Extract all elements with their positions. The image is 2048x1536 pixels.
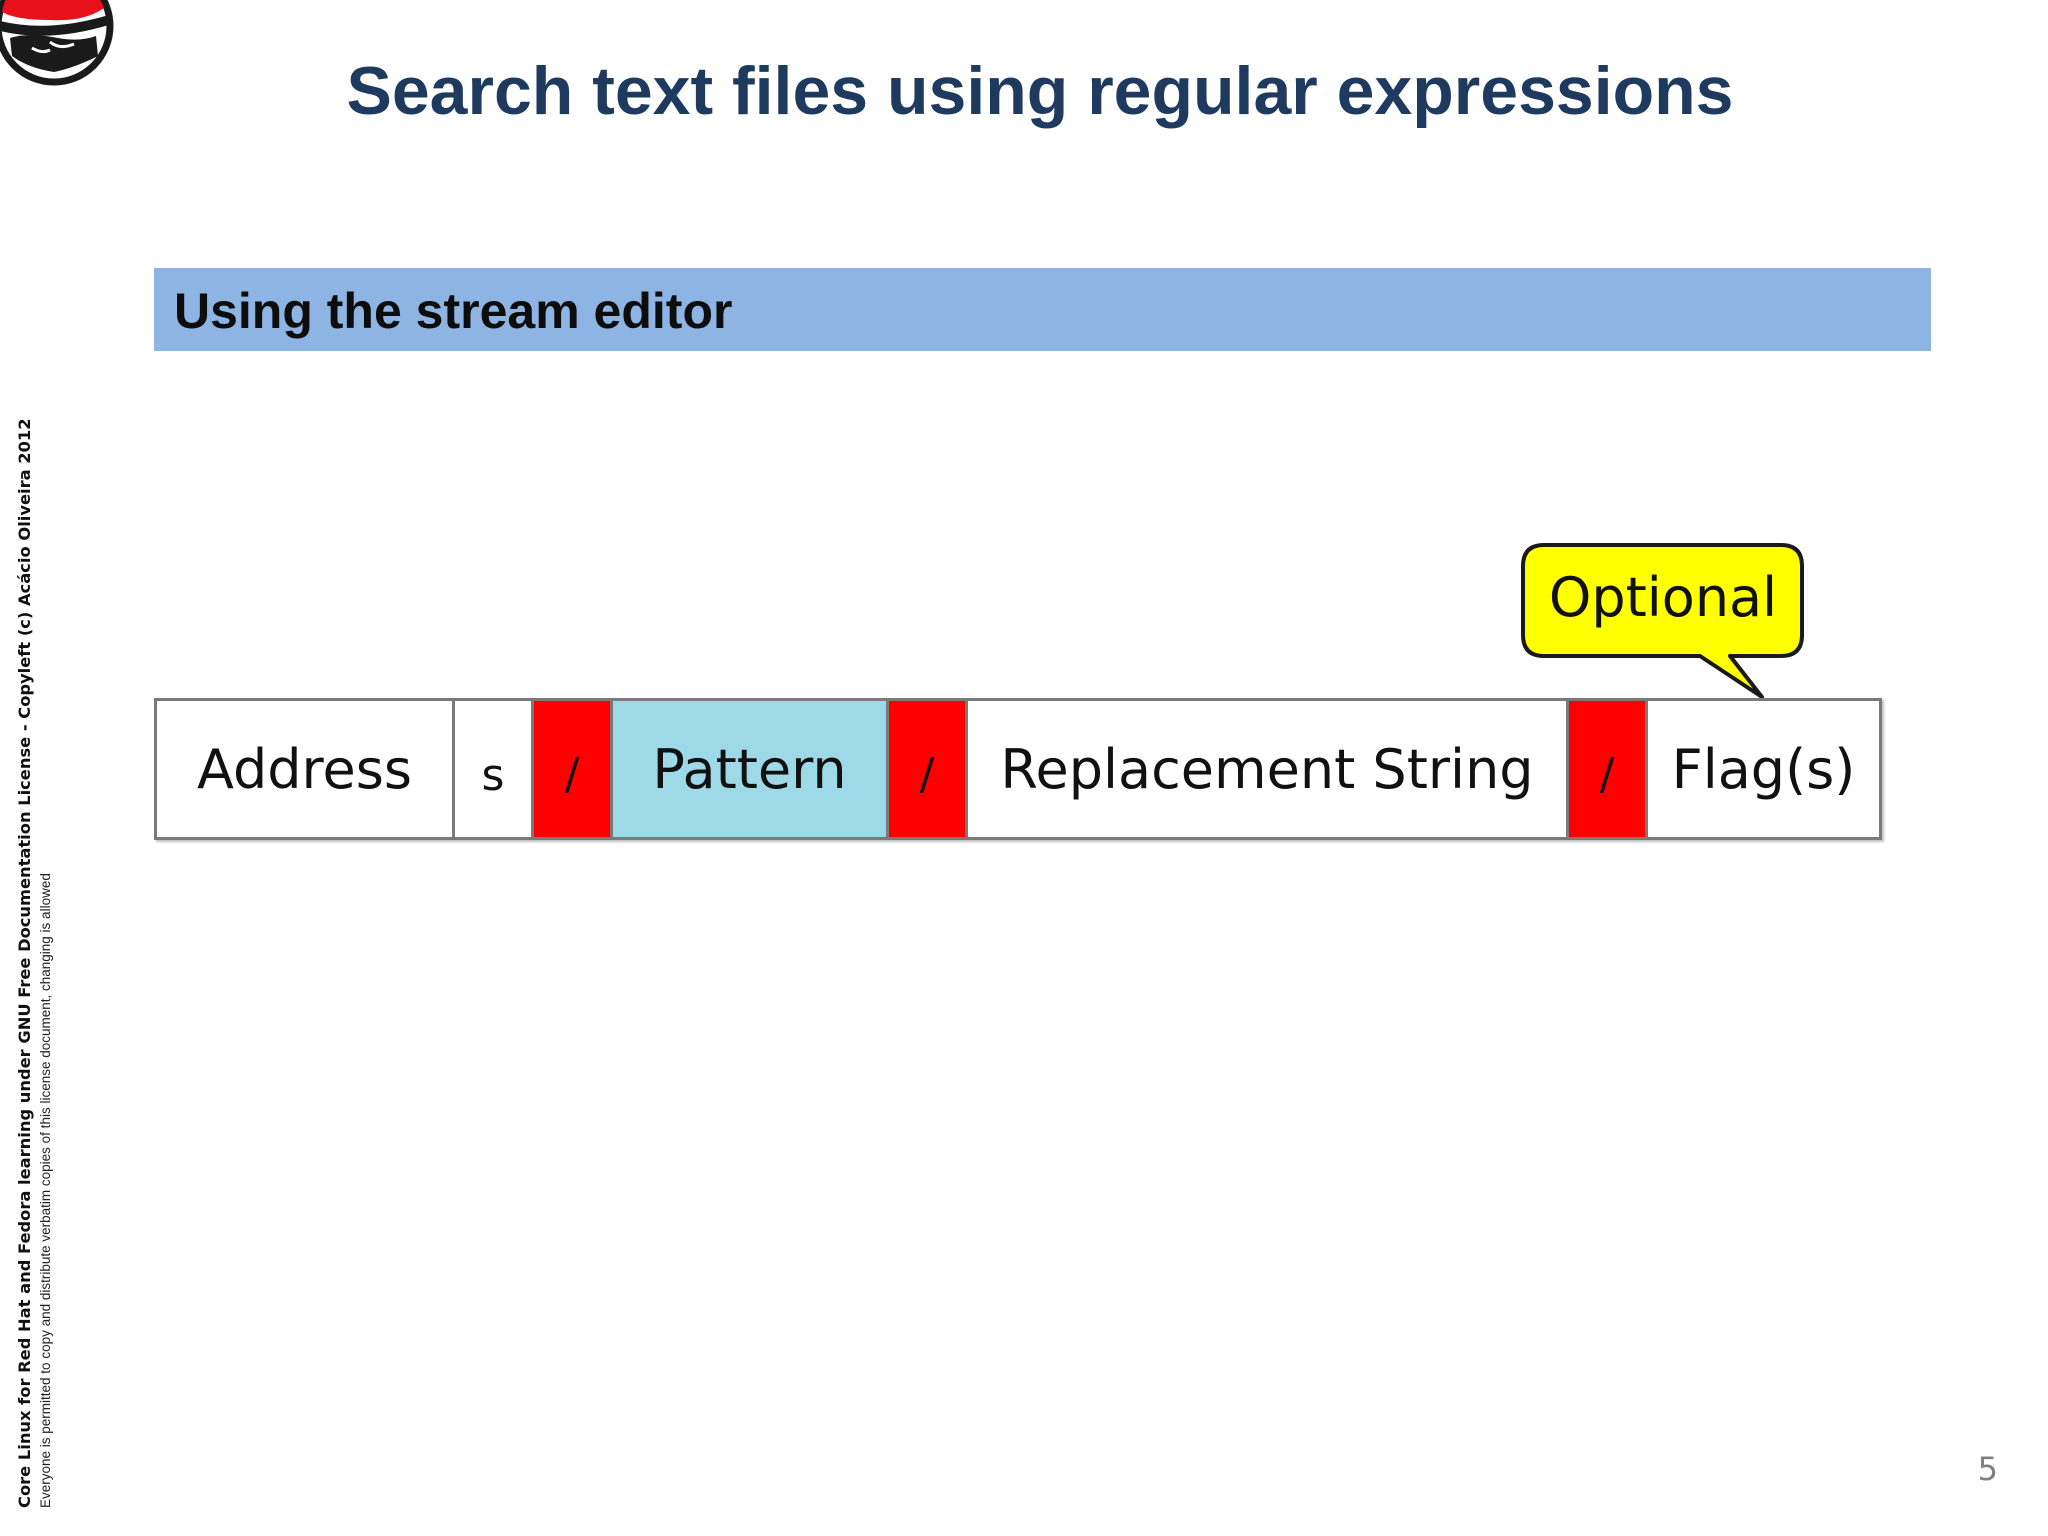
page-number: 5 (1977, 1450, 1998, 1488)
pattern-segment: Pattern (613, 701, 889, 837)
copyright-side-note: Core Linux for Red Hat and Fedora learni… (14, 418, 55, 1508)
section-heading: Using the stream editor (174, 283, 733, 339)
slide-title: Search text files using regular expressi… (346, 53, 1734, 129)
flags-segment: Flag(s) (1648, 701, 1879, 837)
substitute-command-segment: s (455, 701, 534, 837)
optional-callout-label: Optional (1548, 566, 1778, 629)
section-heading-bar: Using the stream editor (154, 268, 1931, 351)
address-segment: Address (157, 701, 455, 837)
replacement-string-segment: Replacement String (968, 701, 1569, 837)
delimiter-segment: / (1569, 701, 1648, 837)
license-line: Core Linux for Red Hat and Fedora learni… (15, 418, 34, 1508)
optional-callout-bubble (1521, 543, 1804, 699)
red-hat-logo-icon (0, 0, 114, 86)
permission-line: Everyone is permitted to copy and distri… (38, 873, 53, 1508)
delimiter-segment: / (534, 701, 613, 837)
sed-syntax-diagram: Address s / Pattern / Replacement String… (154, 698, 1882, 840)
delimiter-segment: / (889, 701, 968, 837)
